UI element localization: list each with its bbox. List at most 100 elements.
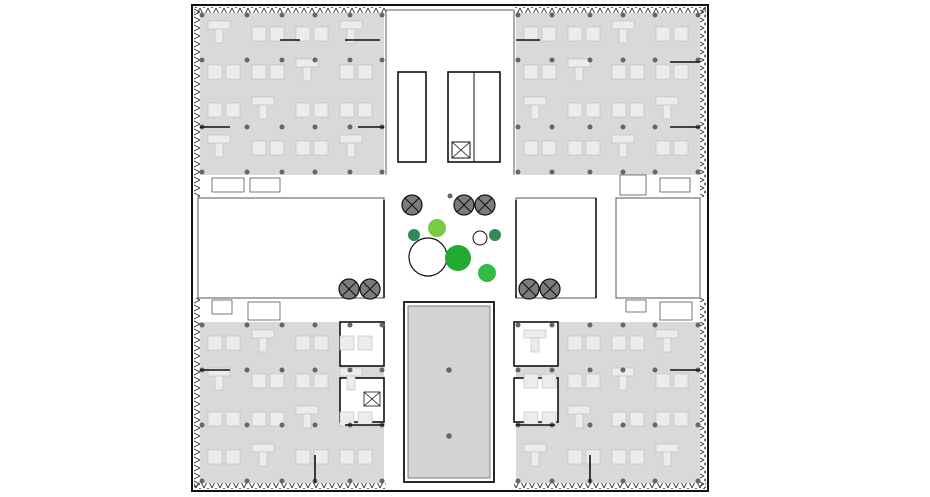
- column-48: [379, 478, 385, 484]
- desk-t-4-top: [339, 20, 363, 30]
- desk-pair-21-1: [523, 64, 539, 80]
- lounge-se-table-2: [619, 174, 647, 196]
- column-69: [695, 12, 701, 18]
- column-83: [587, 422, 593, 428]
- desk-pair-17-2: [541, 26, 557, 42]
- column-73: [515, 322, 521, 328]
- column-86: [620, 367, 626, 373]
- column-72: [695, 169, 701, 175]
- desk-pair-12-1: [339, 102, 355, 118]
- lift-sw-cross: [363, 391, 381, 407]
- desk-t-10-top: [251, 96, 275, 106]
- column-95: [695, 422, 701, 428]
- lounge-se-table-3: [625, 299, 647, 313]
- column-63: [620, 124, 626, 130]
- lift-sw: [363, 391, 381, 407]
- lounge-nw-table-1: [211, 177, 245, 193]
- column-87: [620, 422, 626, 428]
- desk-pair-33-1: [207, 335, 223, 351]
- tree-medium-green: [478, 264, 496, 282]
- desk-pair-36-2: [357, 335, 373, 351]
- column-14: [312, 57, 318, 63]
- column-81: [587, 322, 593, 328]
- partition-walls: [200, 39, 700, 483]
- column-46: [379, 367, 385, 373]
- column-8: [244, 169, 250, 175]
- column-39: [312, 422, 318, 428]
- lift-shaft-1: [451, 141, 471, 159]
- desk-pair-33-2: [225, 335, 241, 351]
- facade-right-south: [700, 298, 706, 488]
- column-90: [652, 367, 658, 373]
- lounge-sw-table-2: [247, 301, 281, 321]
- column-49: [515, 12, 521, 18]
- tree-large-outline: [408, 237, 448, 277]
- desk-t-19-top: [611, 20, 635, 30]
- desk-pair-39-1: [295, 373, 311, 389]
- column-27: [199, 422, 205, 428]
- desk-pair-42-2: [269, 411, 285, 427]
- desk-pair-47-1: [295, 449, 311, 465]
- desk-t-37-stem: [214, 375, 224, 391]
- desk-pair-35-2: [313, 335, 329, 351]
- desk-t-58-stem: [574, 413, 584, 429]
- column-19: [347, 124, 353, 130]
- desk-pair-53-2: [541, 373, 557, 389]
- desk-pair-42-1: [251, 411, 267, 427]
- column-30: [244, 367, 250, 373]
- desk-pair-35-1: [295, 335, 311, 351]
- atrium-column-2: [446, 433, 452, 439]
- column-51: [515, 124, 521, 130]
- desk-t-1-stem: [214, 28, 224, 44]
- desk-pair-20-2: [673, 26, 689, 42]
- fan-cross: [404, 197, 420, 213]
- desk-pair-24-2: [673, 64, 689, 80]
- desk-t-43-stem: [302, 413, 312, 429]
- desk-pair-21-2: [541, 64, 557, 80]
- desk-pair-5-2: [225, 64, 241, 80]
- desk-pair-41-2: [225, 411, 241, 427]
- desk-t-46-top: [251, 443, 275, 453]
- facade-bottom-east: [514, 483, 706, 489]
- column-64: [620, 169, 626, 175]
- desk-pair-15-1: [295, 140, 311, 156]
- desk-t-43-top: [295, 405, 319, 415]
- desk-pair-23-1: [611, 64, 627, 80]
- column-82: [587, 367, 593, 373]
- desk-pair-14-1: [251, 140, 267, 156]
- desk-pair-27-1: [611, 102, 627, 118]
- desk-pair-57-1: [523, 411, 539, 427]
- lounge-ne-table: [659, 177, 691, 193]
- fan-unit-4: [338, 278, 360, 300]
- column-29: [244, 322, 250, 328]
- desk-t-52-top: [655, 329, 679, 339]
- desk-t-61-stem: [530, 451, 540, 467]
- facade-top-west: [194, 7, 386, 13]
- desk-pair-20-1: [655, 26, 671, 42]
- column-68: [652, 169, 658, 175]
- column-53: [549, 12, 555, 18]
- column-18: [347, 57, 353, 63]
- column-17: [347, 12, 353, 18]
- desk-pair-26-2: [585, 102, 601, 118]
- desk-pair-30-2: [585, 140, 601, 156]
- desk-t-22-stem: [574, 66, 584, 82]
- desk-pair-30-1: [567, 140, 583, 156]
- desk-pair-17-1: [523, 26, 539, 42]
- desk-t-52-stem: [662, 337, 672, 353]
- desk-pair-38-1: [251, 373, 267, 389]
- column-89: [652, 322, 658, 328]
- fan-cross: [521, 281, 537, 297]
- desk-pair-2-1: [251, 26, 267, 42]
- column-12: [279, 169, 285, 175]
- desk-pair-57-2: [541, 411, 557, 427]
- desk-pair-51-2: [629, 335, 645, 351]
- column-57: [587, 12, 593, 18]
- column-59: [587, 124, 593, 130]
- courtyard-column-1: [447, 193, 453, 199]
- desk-pair-3-2: [313, 26, 329, 42]
- column-67: [652, 124, 658, 130]
- desk-t-61-top: [523, 443, 547, 453]
- desk-t-4-stem: [346, 28, 356, 44]
- desk-pair-12-2: [357, 102, 373, 118]
